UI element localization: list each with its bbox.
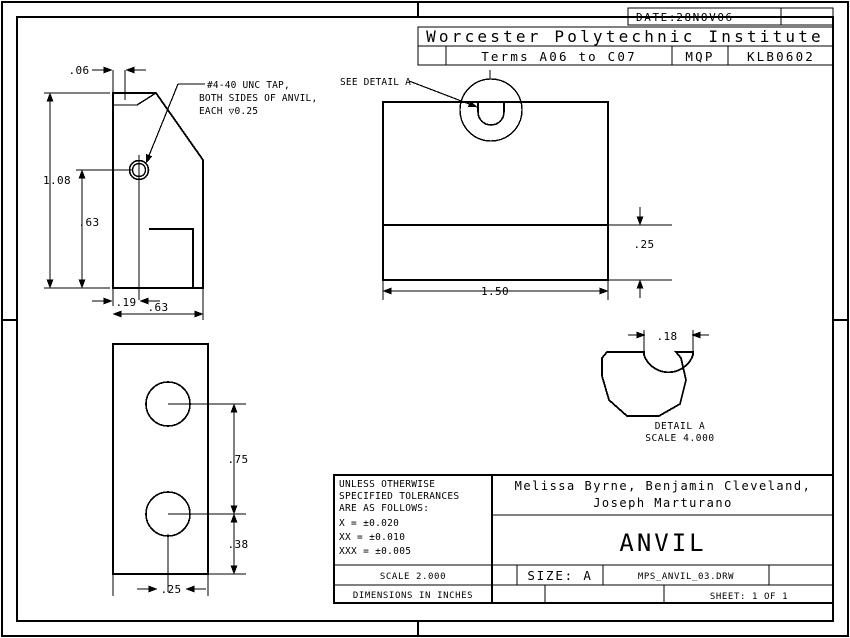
tolerance-line-1: UNLESS OTHERWISE: [339, 479, 435, 490]
dim-base-thickness: .25: [633, 238, 654, 251]
units-label: DIMENSIONS IN INCHES: [353, 591, 473, 601]
institute-title: Worcester Polytechnic Institute: [426, 27, 824, 46]
size-label: SIZE: A: [527, 568, 592, 583]
tap-note-line-1: #4-40 UNC TAP,: [207, 80, 290, 91]
tolerance-line-2: SPECIFIED TOLERANCES: [339, 491, 459, 502]
dim-overall-width: .63: [147, 301, 168, 314]
dim-hole-center-x: .25: [160, 583, 181, 596]
dim-hole-spacing: .75: [227, 453, 248, 466]
dim-front-width: 1.50: [481, 285, 509, 298]
terms-label: Terms A06 to C07: [481, 49, 637, 64]
detail-callout: SEE DETAIL A: [340, 77, 411, 88]
detail-a-label: DETAIL A: [655, 421, 706, 432]
dim-hole-offset: .19: [115, 296, 136, 309]
sheet-label: SHEET: 1 OF 1: [710, 592, 788, 602]
scale-label: SCALE 2.000: [380, 572, 446, 582]
detail-a-scale: SCALE 4.000: [645, 433, 715, 444]
project-code: MQP: [685, 49, 714, 64]
dim-hole-height: .63: [78, 216, 99, 229]
filename-label: MPS_ANVIL_03.DRW: [638, 572, 734, 582]
authors-line-1: Melissa Byrne, Benjamin Cleveland,: [515, 479, 812, 493]
tolerance-line-5: XX = ±0.010: [339, 532, 405, 543]
part-name: ANVIL: [619, 529, 706, 557]
date-value: 28NOV06: [676, 11, 734, 24]
advisor-code: KLB0602: [747, 49, 815, 64]
tolerance-line-3: ARE AS FOLLOWS:: [339, 503, 429, 514]
dim-top-thickness: .06: [68, 64, 89, 77]
tap-note-line-3: EACH ▽0.25: [199, 106, 258, 117]
tap-note-line-2: BOTH SIDES OF ANVIL,: [199, 93, 317, 104]
dim-bottom-offset: .38: [227, 538, 248, 551]
tolerance-line-6: XXX = ±0.005: [339, 546, 411, 557]
dim-notch-width: .18: [656, 330, 677, 343]
date-label: DATE:: [636, 11, 677, 24]
tolerance-line-4: X = ±0.020: [339, 518, 399, 529]
dim-overall-height: 1.08: [43, 174, 71, 187]
authors-line-2: Joseph Marturano: [593, 496, 733, 510]
